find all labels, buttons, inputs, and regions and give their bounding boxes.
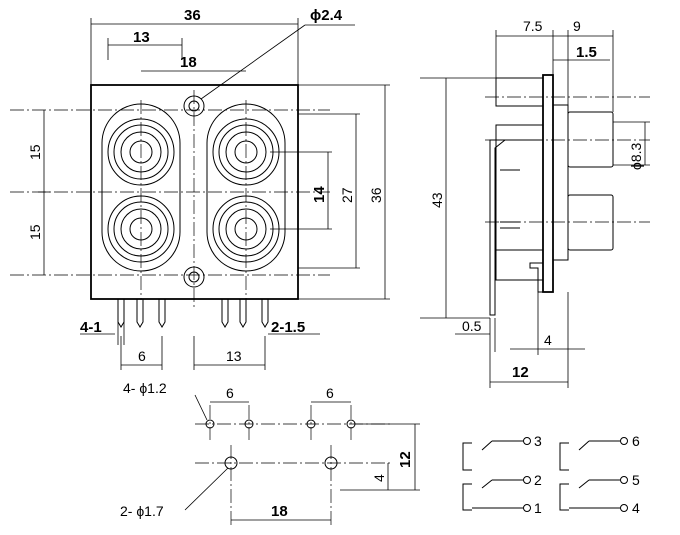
label-small-holes: 4- ϕ1.2 [123,380,167,396]
dim-height-43: 43 [429,192,445,208]
side-barrel-upper [567,111,614,168]
dim-spacing-13: 13 [133,29,150,46]
side-barrel-lower [567,194,614,251]
front-pins [117,299,269,328]
terminal-1: 1 [534,500,542,516]
dim-pcb-gap-left: 6 [226,385,234,401]
dim-pitch-lower: 15 [27,224,43,240]
dim-pin-gap-right: 13 [226,348,242,364]
label-large-holes: 2- ϕ1.7 [120,503,164,519]
terminal-2: 2 [534,472,542,488]
terminal-3: 3 [534,433,542,449]
front-view: 36 13 18 ϕ2.4 15 15 14 27 36 [10,7,390,370]
dim-pin-len: 4 [544,332,552,348]
dim-flange: 1.5 [576,44,597,61]
dim-pin-width: 4-1 [80,319,102,336]
pcb-layout: 6 6 4- ϕ1.2 2- ϕ1.7 12 4 18 [120,380,420,525]
terminal-5: 5 [632,472,640,488]
side-panel [542,74,554,293]
side-view: 7.5 9 1.5 ϕ8.3 43 0.5 4 12 [420,18,650,388]
dim-inner-height: 27 [339,187,355,203]
dim-jack-spacing: 14 [311,186,328,203]
dim-mount-hole: ϕ2.4 [310,7,343,24]
dim-barrel-dia: ϕ8.3 [628,142,644,170]
dim-depth-b: 9 [573,18,581,34]
dim-depth-a: 7.5 [523,18,543,34]
dim-height-36: 36 [368,187,384,203]
schematic: 3 2 1 6 5 4 [462,433,640,516]
dim-base-12: 12 [512,364,529,381]
dim-mount-pitch: 18 [271,503,288,520]
dim-pin-gap-left: 6 [138,348,146,364]
dim-pin-offset: 0.5 [462,318,482,334]
dim-pitch-upper: 15 [27,144,43,160]
dim-row-pitch: 12 [397,451,414,468]
dim-pin-thickness: 2-1.5 [271,319,305,336]
dim-spacing-18: 18 [180,54,197,71]
terminal-6: 6 [632,433,640,449]
dim-row-offset: 4 [371,474,387,482]
dim-pcb-gap-right: 6 [326,385,334,401]
terminal-4: 4 [632,500,640,516]
dim-width-36: 36 [184,7,201,24]
